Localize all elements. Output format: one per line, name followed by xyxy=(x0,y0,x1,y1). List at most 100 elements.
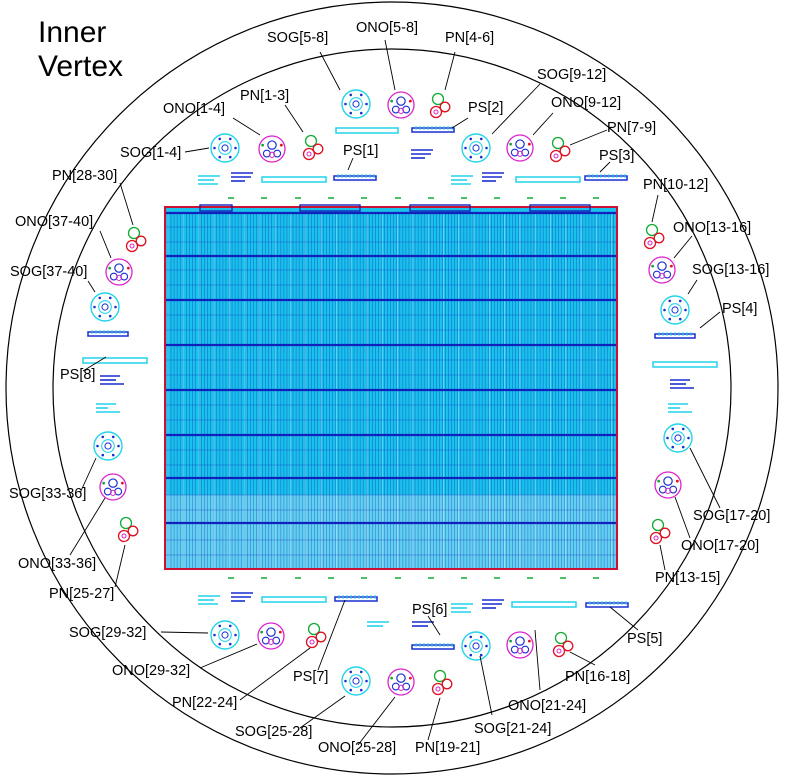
sog-outer xyxy=(461,631,491,661)
sog-dot xyxy=(671,445,675,449)
leader-line-ono-29-32 xyxy=(199,643,258,669)
sog-dot xyxy=(349,688,353,692)
sog-dot xyxy=(666,436,669,440)
leader-line-ps-2 xyxy=(451,117,469,129)
ono-component xyxy=(506,134,534,162)
pn-bottom-ring xyxy=(431,682,445,696)
sog-dot xyxy=(349,670,353,674)
pn-right-ring xyxy=(315,631,327,643)
sog-dot xyxy=(234,633,237,637)
pn-top-ring xyxy=(304,134,318,148)
sog-outer xyxy=(663,423,693,453)
sog-core xyxy=(472,144,480,152)
leader-line-ps-4 xyxy=(699,311,721,329)
sog-dot xyxy=(349,111,353,115)
sog-inner xyxy=(349,97,363,111)
ono-dot xyxy=(651,264,655,268)
pn-bottom-ring xyxy=(552,644,566,658)
leader-line-ono-37-40 xyxy=(99,230,112,259)
label-pn-16-18: PN[16-18] xyxy=(565,669,630,685)
sog-outer xyxy=(93,431,123,461)
ono-component xyxy=(257,622,285,650)
ono-bottom-ring xyxy=(664,487,672,494)
title-line-2: Vertex xyxy=(38,50,124,83)
leader-line-pn-10-12 xyxy=(651,194,659,223)
sog-dot xyxy=(469,653,473,657)
pn-right-ring xyxy=(559,145,571,157)
label-ps-5: PS[5] xyxy=(627,631,662,647)
pn-top-ring xyxy=(431,92,445,106)
sog-core xyxy=(104,442,112,450)
ono-component xyxy=(506,631,534,659)
sog-inner xyxy=(349,674,363,688)
ono-component xyxy=(387,668,415,696)
sog-core xyxy=(674,434,682,442)
leader-line-pn-25-27 xyxy=(114,544,126,588)
panel-top-connector-strip xyxy=(199,204,233,212)
outer-ring xyxy=(5,1,779,775)
label-ono-17-20: ONO[17-20] xyxy=(681,538,759,554)
sog-dot xyxy=(485,146,488,150)
sog-dot xyxy=(365,679,368,683)
sog-dot xyxy=(464,644,467,648)
ono-outer xyxy=(258,135,286,163)
sog-core xyxy=(221,144,229,152)
pn-component xyxy=(552,631,574,658)
sog-dot xyxy=(469,137,473,141)
pn-component xyxy=(431,669,453,696)
pn-bottom-ring xyxy=(549,149,563,163)
label-ps-4: PS[4] xyxy=(722,301,757,317)
sog-inner xyxy=(469,141,483,155)
ono-dot xyxy=(260,630,264,634)
sog-dot xyxy=(114,305,117,309)
sog-dot xyxy=(681,427,685,431)
pn-component xyxy=(549,136,571,163)
ono-top-ring xyxy=(515,139,525,149)
ono-dot xyxy=(675,479,679,483)
label-sog-1-4: SOG[1-4] xyxy=(120,145,181,161)
ono-dot xyxy=(669,264,673,268)
ono-bottom-ring xyxy=(268,151,276,158)
leader-line-pn-1-3 xyxy=(284,104,304,133)
leader-line-ono-17-20 xyxy=(674,496,691,539)
pn-bottom-ring xyxy=(117,529,131,543)
sog-dot xyxy=(464,146,467,150)
sog-dot xyxy=(108,296,112,300)
leader-line-sog-5-8 xyxy=(319,51,341,91)
sog-dot xyxy=(479,653,483,657)
ono-bottom-ring xyxy=(267,638,275,645)
label-sog-13-16: SOG[13-16] xyxy=(692,262,769,278)
ono-dot xyxy=(657,479,661,483)
sog-dot xyxy=(111,453,115,457)
long-manifold xyxy=(652,361,718,368)
sog-dot xyxy=(663,308,666,312)
sog-inner xyxy=(671,431,685,445)
label-ono-25-28: ONO[25-28] xyxy=(318,740,396,756)
sog-component xyxy=(461,133,491,163)
sog-dot xyxy=(101,435,105,439)
long-manifold xyxy=(82,357,148,364)
leader-line-pn-7-9 xyxy=(569,129,608,146)
ono-bottom-ring xyxy=(397,684,405,691)
ono-bottom-ring xyxy=(109,489,117,496)
ono-outer xyxy=(105,258,133,286)
label-ono-33-36: ONO[33-36] xyxy=(18,556,96,572)
ono-outer xyxy=(387,91,415,119)
leader-line-ono-13-16 xyxy=(673,235,693,259)
ono-outer xyxy=(654,471,682,499)
ono-outer xyxy=(648,256,676,284)
ono-top-ring xyxy=(396,96,406,106)
sog-outer xyxy=(210,133,240,163)
pn-right-ring xyxy=(562,640,574,652)
sog-core xyxy=(101,303,109,311)
sog-dot xyxy=(98,314,102,318)
pn-bottom-ring xyxy=(302,147,316,161)
ono-component xyxy=(387,91,415,119)
pn-bottom-core xyxy=(653,535,659,541)
sog-outer xyxy=(341,89,371,119)
leader-line-pn-16-18 xyxy=(569,651,596,666)
sog-dot xyxy=(228,155,232,159)
sog-outer xyxy=(660,295,690,325)
sog-dot xyxy=(671,427,675,431)
pn-component xyxy=(429,92,451,119)
